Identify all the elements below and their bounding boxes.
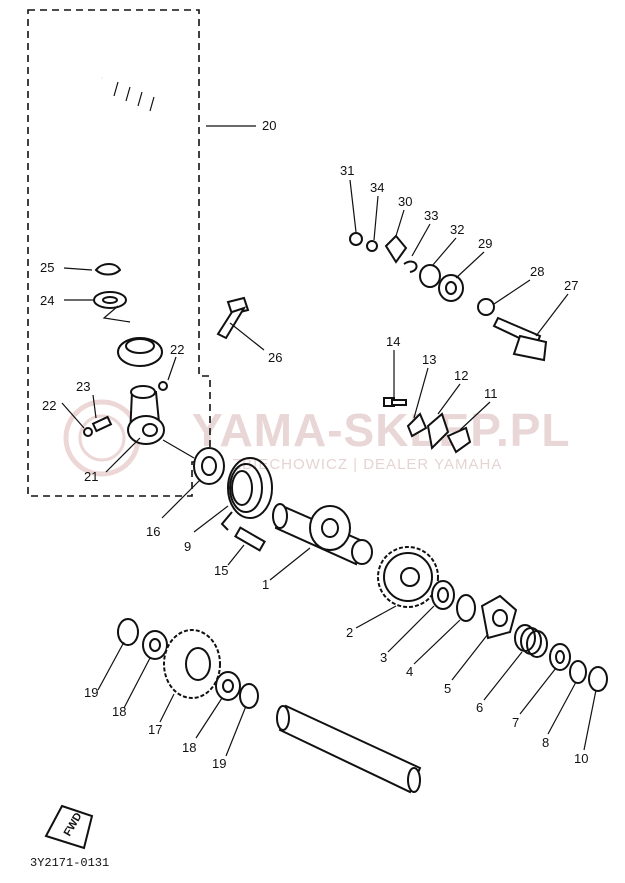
callout-1: 1 — [262, 577, 269, 592]
part-34-nut — [366, 240, 378, 252]
part-11-bracket — [446, 426, 472, 454]
part-5-ratchet-wheel — [480, 594, 518, 640]
callout-12: 12 — [454, 368, 468, 383]
diagram-code: 3Y2171-0131 — [30, 856, 109, 870]
callout-23: 23 — [76, 379, 90, 394]
leader-lines — [61, 125, 597, 757]
part-26-bolt — [216, 296, 250, 340]
callout-18: 18 — [112, 704, 126, 719]
part-7-washer — [549, 643, 571, 671]
callout-16: 16 — [146, 524, 160, 539]
callout-8: 8 — [542, 735, 549, 750]
callout-10: 10 — [574, 751, 588, 766]
part-27-shaft — [492, 316, 548, 362]
part-30-lever — [384, 234, 408, 264]
part-3-washer — [431, 580, 455, 610]
callout-11: 11 — [484, 386, 498, 401]
callout-4: 4 — [406, 664, 413, 679]
watermark-logo-inner — [78, 414, 126, 462]
part-17-idle-gear — [163, 629, 221, 699]
callout-15: 15 — [214, 563, 228, 578]
part-33-spring — [403, 260, 418, 273]
part-31-nut — [349, 232, 363, 246]
callout-26: 26 — [268, 350, 282, 365]
callout-20: 20 — [262, 118, 276, 133]
callout-19: 19 — [84, 685, 98, 700]
callout-33: 33 — [424, 208, 438, 223]
callout-17: 17 — [148, 722, 162, 737]
assembly-boundary — [27, 9, 211, 497]
callout-31: 31 — [340, 163, 354, 178]
callout-19: 19 — [212, 756, 226, 771]
part-16-oil-seal — [193, 447, 225, 485]
watermark-logo — [63, 399, 141, 477]
part-22-ball — [158, 381, 168, 391]
part-9-torsion-spring — [220, 457, 273, 531]
watermark-title: YAMA-SKLEP.PL — [192, 404, 571, 456]
callout-34: 34 — [370, 180, 384, 195]
watermark-subtitle: ZBIECHOWICZ | DEALER YAMAHA — [232, 456, 502, 473]
part-12-plate — [426, 412, 450, 451]
part-32-washer — [419, 264, 441, 288]
callout-3: 3 — [380, 650, 387, 665]
part-23-bolt — [91, 415, 113, 433]
part-28-seal — [477, 298, 495, 316]
fwd-arrow: FWD — [44, 804, 94, 850]
part-24-washer — [93, 291, 127, 309]
part-4-circlip — [456, 594, 476, 622]
callouts: 20 25 24 26 22 23 22 21 16 9 15 1 2 3 4 … — [40, 118, 588, 771]
part-13-plate — [406, 412, 428, 438]
part-14-bolt — [383, 397, 407, 407]
callout-24: 24 — [40, 293, 54, 308]
callout-5: 5 — [444, 681, 451, 696]
callout-13: 13 — [422, 352, 436, 367]
callout-25: 25 — [40, 260, 54, 275]
part-19-circlip — [239, 683, 259, 709]
main-shaft — [276, 704, 422, 794]
callout-28: 28 — [530, 264, 544, 279]
callout-9: 9 — [184, 539, 191, 554]
part-19-circlip — [117, 618, 139, 646]
callout-2: 2 — [346, 625, 353, 640]
part-1-kick-axle — [272, 503, 373, 566]
part-15-pin — [234, 526, 266, 552]
callout-27: 27 — [564, 278, 578, 293]
callout-21: 21 — [84, 469, 98, 484]
callout-22: 22 — [170, 342, 184, 357]
part-18-washer — [142, 630, 168, 660]
callout-29: 29 — [478, 236, 492, 251]
part-6-spring — [514, 624, 548, 658]
callout-14: 14 — [386, 334, 400, 349]
kick-lever — [100, 72, 190, 367]
callout-22: 22 — [42, 398, 56, 413]
part-18-washer — [215, 671, 241, 701]
part-2-kick-gear — [377, 546, 439, 608]
callout-32: 32 — [450, 222, 464, 237]
part-21-kick-boss — [127, 385, 165, 445]
part-8-washer — [569, 660, 587, 684]
part-22-ball — [83, 427, 93, 437]
part-25-clip — [94, 263, 122, 276]
callout-30: 30 — [398, 194, 412, 209]
part-29-bearing — [438, 274, 464, 302]
watermark: YAMA-SKLEP.PL ZBIECHOWICZ | DEALER YAMAH… — [63, 399, 571, 477]
callout-18: 18 — [182, 740, 196, 755]
callout-7: 7 — [512, 715, 519, 730]
callout-6: 6 — [476, 700, 483, 715]
part-10-circlip — [588, 666, 608, 692]
